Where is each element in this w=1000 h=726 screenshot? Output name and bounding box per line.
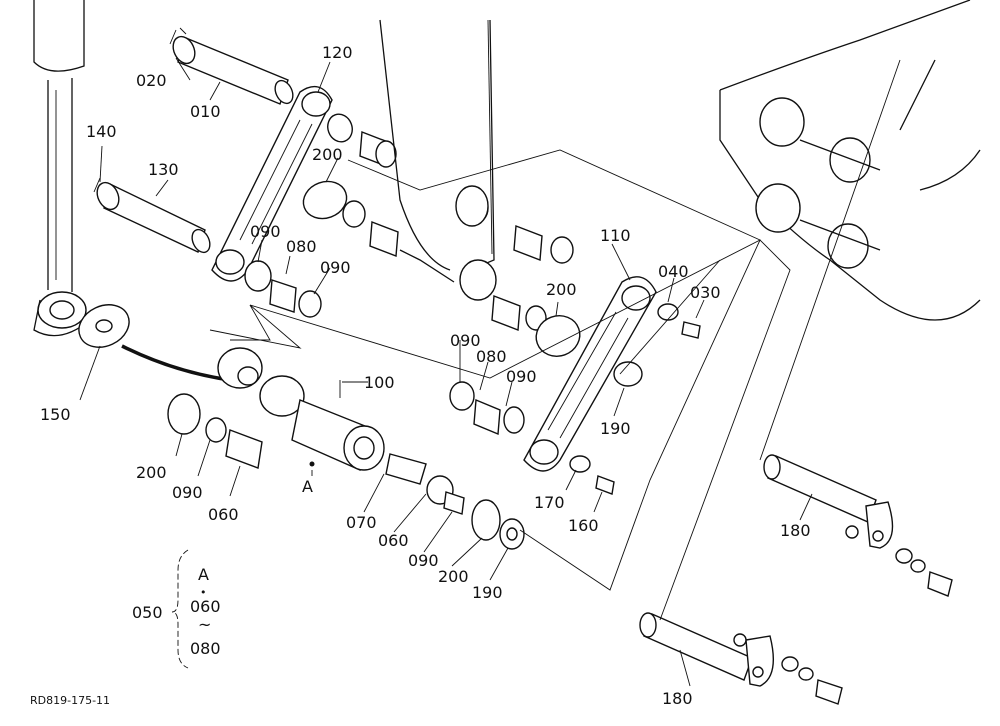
callout-090-a: 090 xyxy=(250,222,281,241)
callout-180-b: 180 xyxy=(662,689,693,708)
callout-200-a: 200 xyxy=(312,145,343,164)
swivel-boss xyxy=(167,347,525,550)
legend-tilde: ~ xyxy=(198,615,211,634)
callout-080-a: 080 xyxy=(286,237,317,256)
callout-A: A xyxy=(302,477,313,496)
legend-line-2: 060 xyxy=(190,597,221,616)
callout-170: 170 xyxy=(534,493,565,512)
legend-line-3: 080 xyxy=(190,639,221,658)
callout-200-c: 200 xyxy=(136,463,167,482)
callout-200-b: 200 xyxy=(546,280,577,299)
legend-label: 050 xyxy=(132,603,163,622)
assembly-legend: 050 A • 060 ~ 080 xyxy=(132,549,221,669)
legend-dot: • xyxy=(200,586,207,599)
callout-090-f: 090 xyxy=(408,551,439,570)
callout-060-a: 060 xyxy=(208,505,239,524)
cylinder xyxy=(33,0,91,337)
callout-080-b: 080 xyxy=(476,347,507,366)
legend-line-1: A xyxy=(198,565,209,584)
link-120 xyxy=(211,85,333,282)
callout-090-d: 090 xyxy=(506,367,537,386)
callout-100: 100 xyxy=(364,373,395,392)
callout-120: 120 xyxy=(322,43,353,62)
callout-190-a: 190 xyxy=(600,419,631,438)
callout-110: 110 xyxy=(600,226,631,245)
callout-200-d: 200 xyxy=(438,567,469,586)
leader-lines xyxy=(79,57,901,687)
pin-010 xyxy=(169,27,294,105)
callout-160: 160 xyxy=(568,516,599,535)
bucket-attachment xyxy=(719,0,981,321)
callout-010: 010 xyxy=(190,102,221,121)
boom-arm xyxy=(379,19,497,301)
callout-090-b: 090 xyxy=(320,258,351,277)
callout-090-c: 090 xyxy=(450,331,481,350)
pin-180-upper xyxy=(763,454,953,597)
callout-140: 140 xyxy=(86,122,117,141)
callout-090-e: 090 xyxy=(172,483,203,502)
link-110 xyxy=(523,276,657,472)
callout-030: 030 xyxy=(690,283,721,302)
callout-070: 070 xyxy=(346,513,377,532)
callout-190-b: 190 xyxy=(472,583,503,602)
callout-020: 020 xyxy=(136,71,167,90)
drawing-code: RD819-175-11 xyxy=(30,694,110,707)
pin-130 xyxy=(93,177,211,254)
callout-060-b: 060 xyxy=(378,531,409,550)
pin-180-lower xyxy=(639,612,843,705)
callout-130: 130 xyxy=(148,160,179,179)
callout-180-a: 180 xyxy=(780,521,811,540)
washer-150 xyxy=(78,304,130,348)
callout-150: 150 xyxy=(40,405,71,424)
callout-labels: 020 010 120 140 130 200 090 080 090 150 … xyxy=(40,43,811,708)
callout-040: 040 xyxy=(658,262,689,281)
